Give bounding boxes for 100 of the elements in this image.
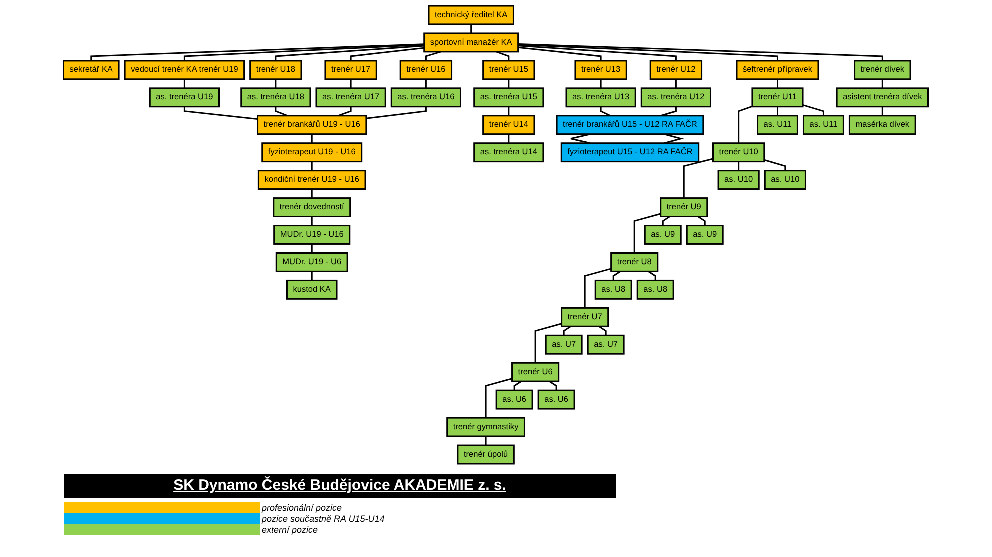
node-box: trenér U7 xyxy=(561,307,610,328)
node-box: technický ředitel KA xyxy=(428,5,514,26)
connector xyxy=(90,44,424,61)
connector xyxy=(311,216,313,226)
node-box: as. U7 xyxy=(545,334,583,355)
node-box: trenér U14 xyxy=(482,115,536,136)
connector xyxy=(738,162,740,171)
connector xyxy=(598,326,607,336)
node-box: as. U11 xyxy=(802,115,844,136)
legend-label: externí pozice xyxy=(262,524,318,534)
connector xyxy=(496,51,510,61)
node-box: as. trenéra U17 xyxy=(316,88,386,108)
node-box: fyzioterapeut U15 - U12 RA FAČR xyxy=(560,142,700,163)
connector xyxy=(311,162,313,171)
node-box: as. trenéra U19 xyxy=(149,88,220,108)
node-box: as. U9 xyxy=(686,225,724,245)
connector xyxy=(648,271,656,281)
connector xyxy=(612,271,621,281)
connector xyxy=(275,79,277,88)
node-box: as. U9 xyxy=(644,225,682,245)
node-box: kondiční trenér U19 - U16 xyxy=(258,170,366,190)
node-box: vedoucí trenér KA trenér U19 xyxy=(124,60,246,80)
connector xyxy=(425,51,442,61)
node-box: trenér U13 xyxy=(574,60,628,80)
connector xyxy=(366,106,427,120)
node-box: trenér U15 xyxy=(482,60,536,80)
node-box: as. U11 xyxy=(757,115,798,136)
node-box: trenér U18 xyxy=(250,60,302,80)
node-box: trenér dovedností xyxy=(273,198,352,218)
connector xyxy=(508,134,510,144)
node-box: trenér dívek xyxy=(854,60,912,80)
node-box: trenér U10 xyxy=(712,142,766,163)
connector xyxy=(514,380,522,391)
connector xyxy=(764,159,786,171)
node-box: as. trenéra U13 xyxy=(566,88,636,108)
connector xyxy=(634,213,662,254)
connector xyxy=(518,46,602,61)
connector xyxy=(518,44,778,61)
node-box: as. trenéra U16 xyxy=(390,88,462,108)
node-box: trenér U17 xyxy=(324,60,378,80)
node-box: trenér gymnastiky xyxy=(446,417,526,438)
connector xyxy=(508,106,510,116)
connector xyxy=(311,244,313,254)
node-box: sportovní manažér KA xyxy=(424,32,520,53)
connector xyxy=(508,79,510,88)
connector xyxy=(338,106,352,117)
node-box: MUDr. U19 - U6 xyxy=(276,252,348,272)
connector xyxy=(600,79,602,88)
connector xyxy=(184,106,258,120)
legend-label: pozice součastně RA U15-U14 xyxy=(262,514,385,524)
connector xyxy=(311,134,313,144)
node-box: as. U7 xyxy=(587,334,625,355)
node-box: trenér U9 xyxy=(660,198,708,218)
connector xyxy=(698,216,706,226)
connector xyxy=(683,158,714,198)
node-box: as. trenéra U14 xyxy=(474,142,544,163)
connector xyxy=(518,45,677,61)
connector xyxy=(675,79,677,88)
connector xyxy=(350,79,352,88)
node-box: as. U10 xyxy=(718,170,760,190)
connector xyxy=(584,268,612,308)
node-box: fyzioterapeut U19 - U16 xyxy=(262,142,363,163)
node-box: šeftrenér přípravek xyxy=(736,60,820,80)
node-box: trenér úpolů xyxy=(457,444,515,465)
connector xyxy=(882,106,884,116)
node-box: as. U10 xyxy=(764,170,806,190)
connector xyxy=(311,272,313,281)
connector xyxy=(485,436,487,446)
connector xyxy=(549,380,558,391)
connector xyxy=(184,79,186,88)
legend-label: profesionální pozice xyxy=(262,502,342,512)
connector xyxy=(662,216,670,226)
node-box: sekretář KA xyxy=(63,60,120,80)
connector xyxy=(882,79,884,88)
node-box: as. U6 xyxy=(538,390,576,410)
connector xyxy=(184,44,424,61)
connector xyxy=(600,106,611,117)
connector xyxy=(534,323,562,364)
node-box: as. U8 xyxy=(636,280,674,300)
connector xyxy=(311,189,313,198)
connector xyxy=(776,106,778,116)
connector xyxy=(470,24,472,34)
node-box: trenér U16 xyxy=(400,60,453,80)
node-box: as. trenéra U12 xyxy=(640,88,712,108)
node-box: as. trenéra U18 xyxy=(240,88,312,108)
node-box: kustod KA xyxy=(286,280,338,300)
node-box: trenér U11 xyxy=(752,88,804,108)
node-box: trenér U8 xyxy=(610,252,659,272)
connector xyxy=(350,47,424,61)
connector xyxy=(802,104,824,116)
connector xyxy=(660,106,677,117)
connector xyxy=(485,378,512,418)
node-box: as. trenéra U15 xyxy=(474,88,544,108)
connector xyxy=(275,106,288,117)
node-box: trenér brankářů U15 - U12 RA FAČR xyxy=(556,115,704,136)
node-box: asistent trenéra dívek xyxy=(836,88,929,108)
node-box: trenér U12 xyxy=(650,60,703,80)
node-box: trenér brankářů U19 - U16 xyxy=(257,115,368,136)
connector xyxy=(738,106,753,144)
connector xyxy=(425,79,427,88)
